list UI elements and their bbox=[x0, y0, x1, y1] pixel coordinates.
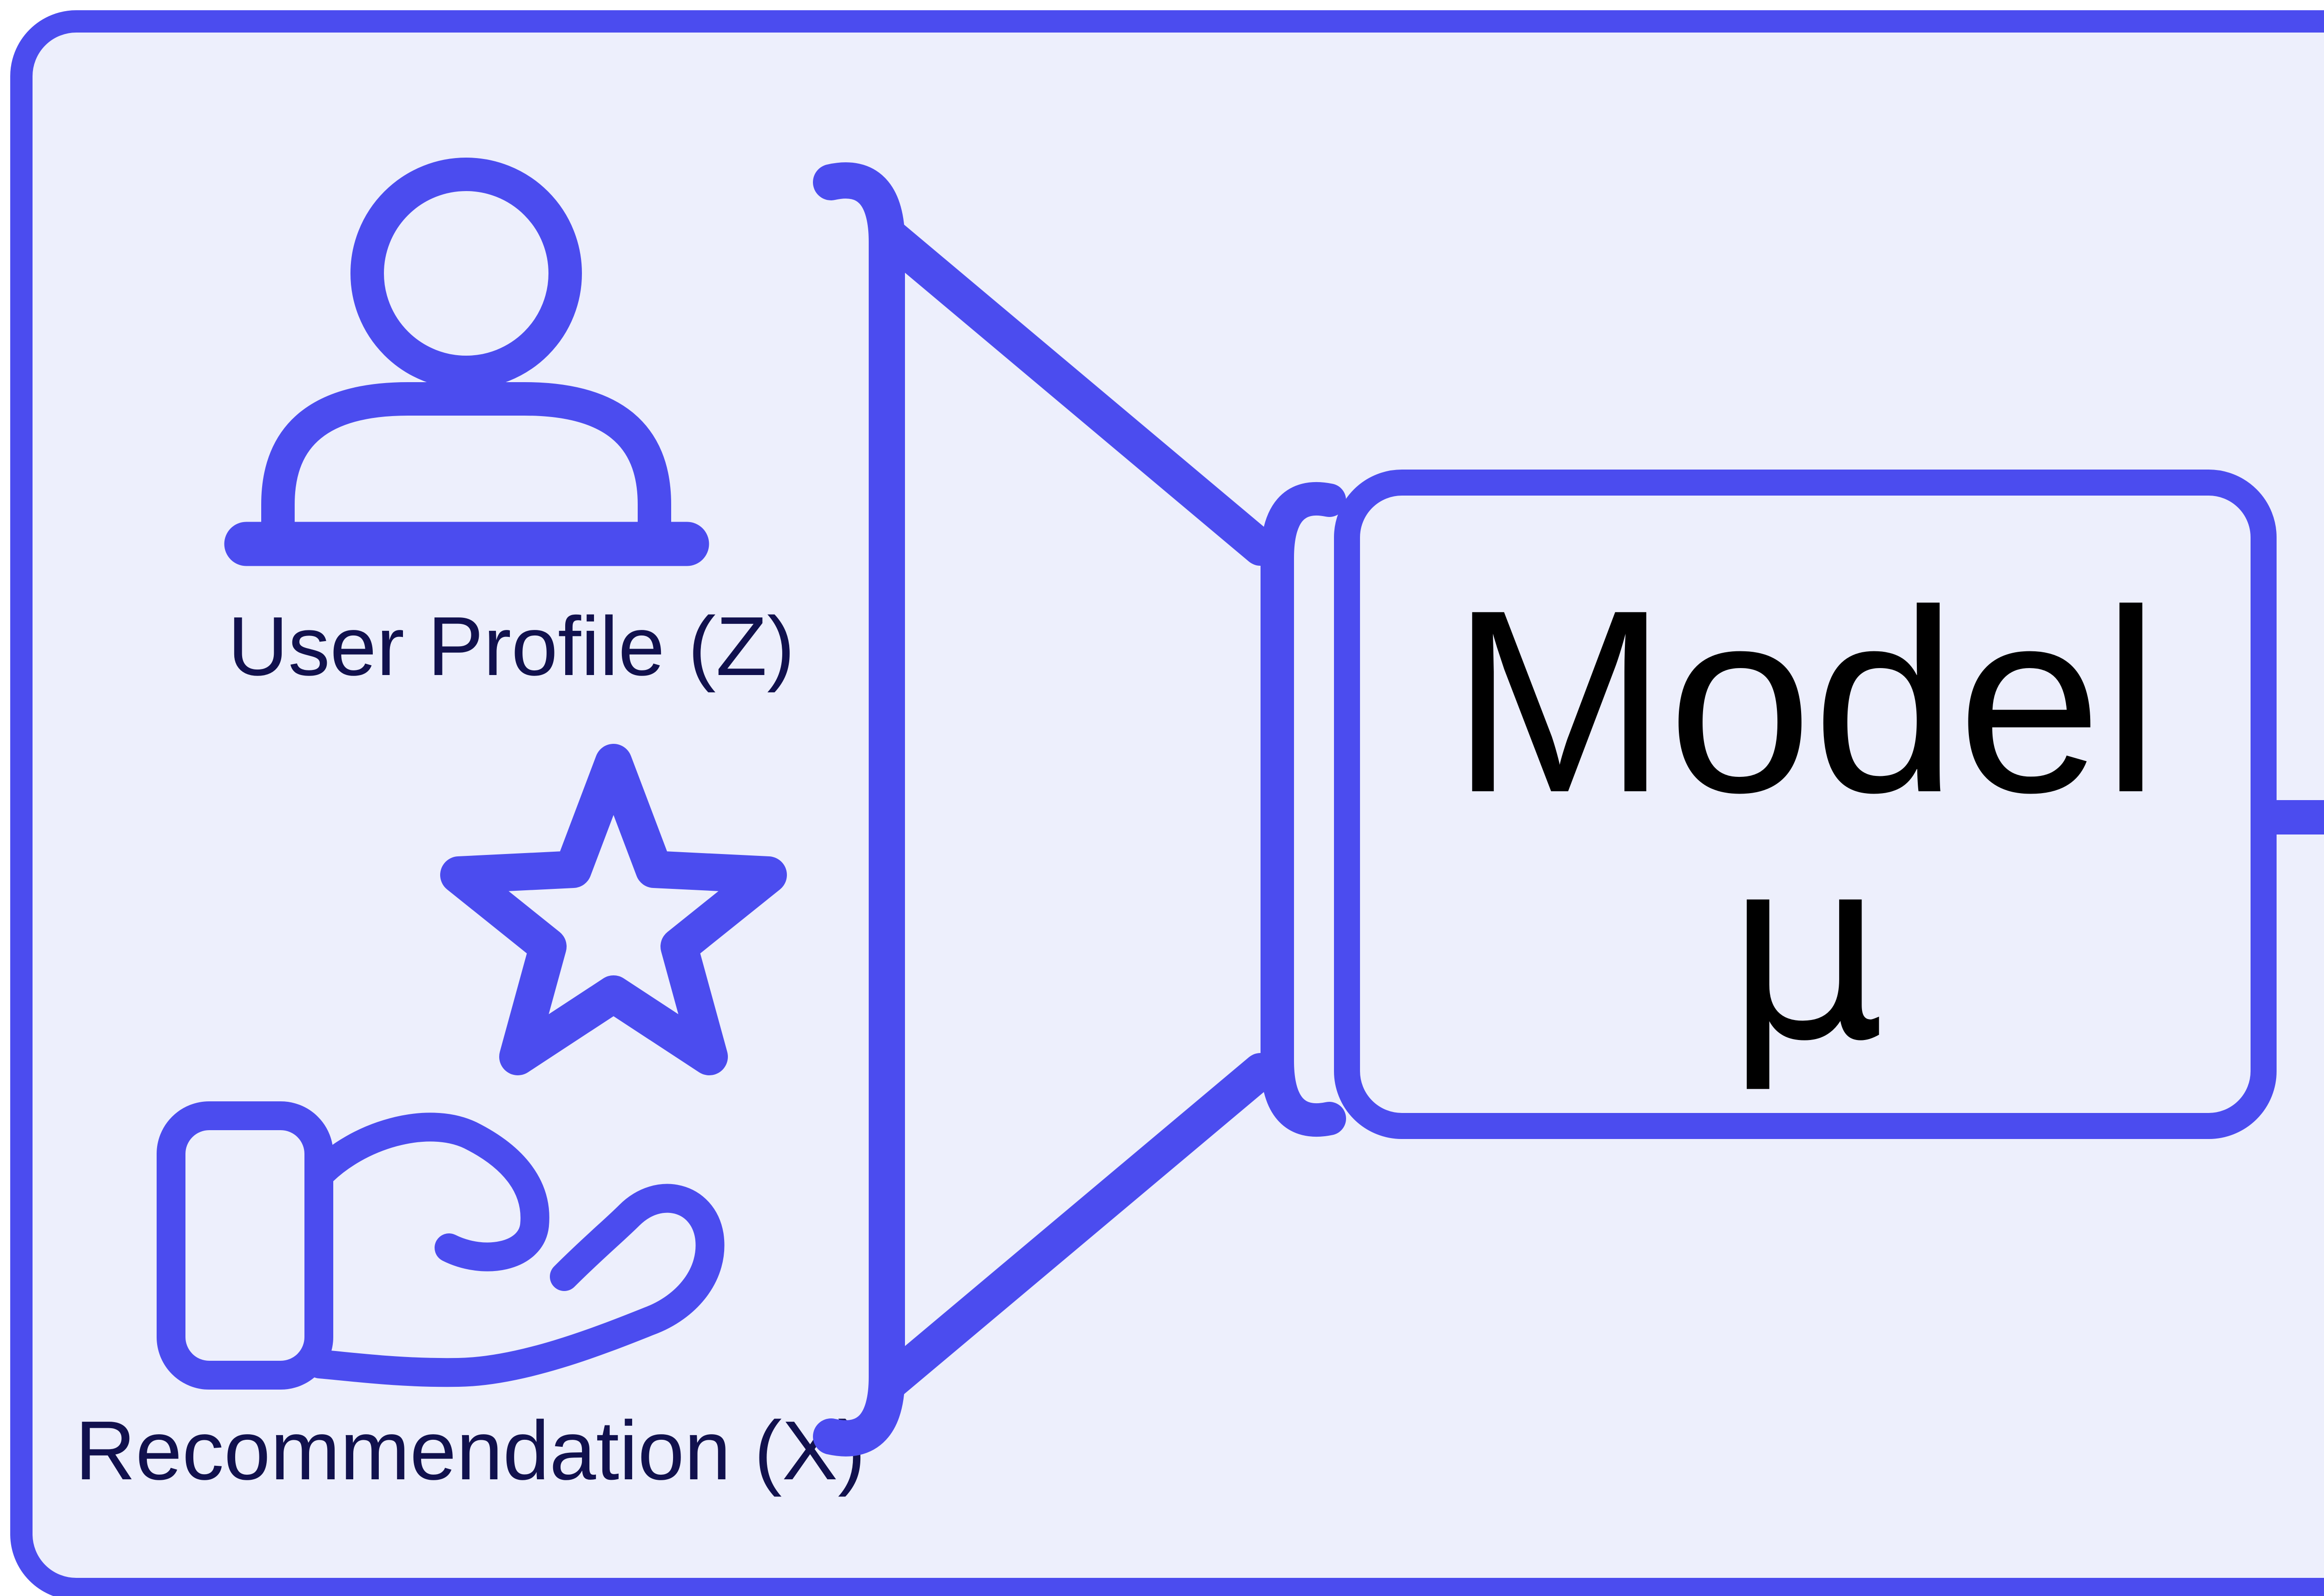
user-icon bbox=[224, 158, 709, 566]
funnel-bottom-edge bbox=[872, 1053, 1279, 1401]
hand-holding-icon bbox=[157, 1101, 725, 1390]
funnel-top-edge bbox=[872, 218, 1279, 566]
model-symbol: μ bbox=[1725, 804, 1885, 1096]
funnel-left-bar bbox=[813, 162, 905, 1457]
star-shape bbox=[440, 744, 787, 1075]
user-shoulders bbox=[261, 382, 671, 565]
hand-palm bbox=[305, 1184, 725, 1387]
recommendation-label: Recommendation (X) bbox=[75, 1404, 866, 1497]
star-icon bbox=[440, 744, 787, 1075]
funnel-right-bar bbox=[1261, 482, 1346, 1137]
model-node: Model μ bbox=[1334, 470, 2277, 1139]
hand-cuff bbox=[157, 1101, 333, 1390]
model-title: Model bbox=[1451, 556, 2159, 847]
hand-thumb bbox=[304, 1113, 549, 1272]
user-head bbox=[350, 158, 582, 389]
user-profile-label: User Profile (Z) bbox=[228, 600, 795, 693]
funnel-shape bbox=[813, 162, 1346, 1457]
